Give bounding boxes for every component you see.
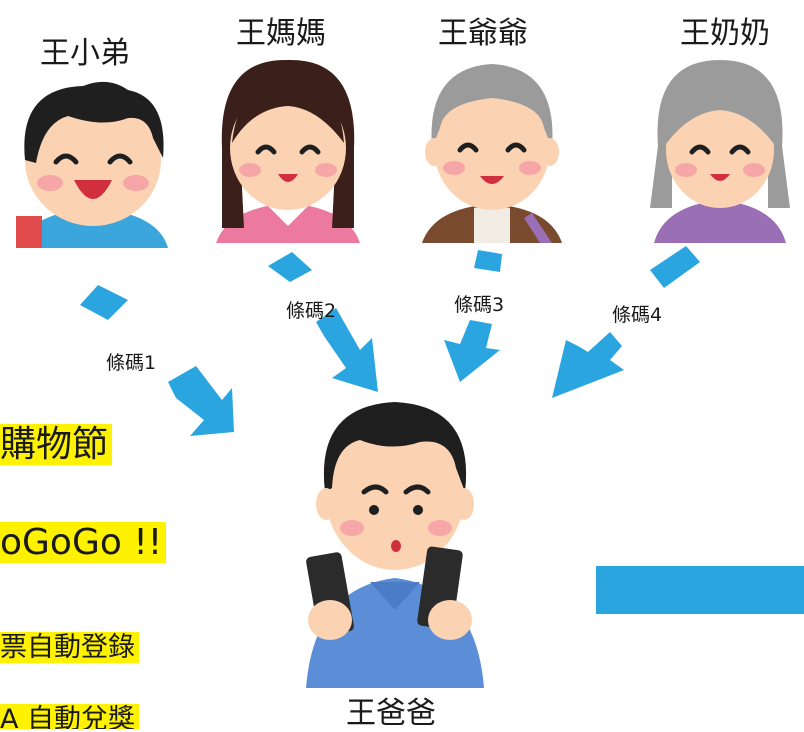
son-illustration — [16, 81, 168, 248]
barcode-label-2: 條碼2 — [286, 300, 337, 322]
name-dad: 王爸爸 — [346, 696, 436, 731]
highlight-4-clip: A 自動兌獎 — [0, 704, 140, 729]
grandpa-illustration — [422, 64, 562, 243]
name-son: 王小弟 — [40, 36, 130, 71]
mom-illustration — [216, 59, 360, 243]
barcode-label-1: 條碼1 — [106, 352, 157, 374]
dad-illustration — [306, 402, 484, 688]
name-grandma: 王奶奶 — [680, 16, 770, 51]
name-mom: 王媽媽 — [236, 16, 326, 51]
arrow-3 — [444, 250, 502, 382]
arrow-2 — [268, 252, 378, 392]
barcode-label-4: 條碼4 — [612, 304, 663, 326]
highlight-2: oGoGo !! — [0, 522, 167, 564]
highlight-1: 購物節 — [0, 424, 113, 466]
highlight-3: 票自動登錄 — [0, 632, 139, 664]
grandma-illustration — [650, 60, 790, 243]
highlight-4: A 自動兌獎 — [0, 704, 140, 729]
right-arrow-bar — [596, 566, 804, 614]
barcode-label-3: 條碼3 — [454, 294, 505, 316]
arrow-1 — [80, 285, 234, 436]
arrow-4 — [552, 246, 700, 398]
name-grandpa: 王爺爺 — [438, 16, 528, 51]
